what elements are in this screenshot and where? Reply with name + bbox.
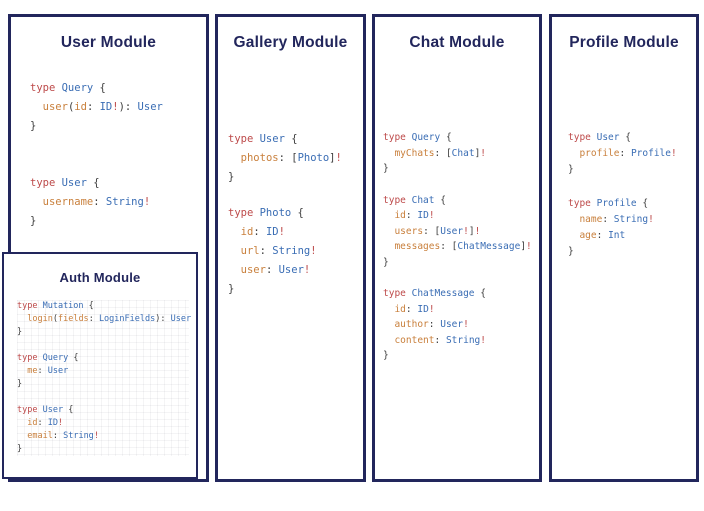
code-block-auth: type Mutation { login(fields: LoginField… [17,300,192,456]
code-line: author: User! [394,319,469,330]
code-line: type Chat { [383,194,446,206]
code-line: } [30,215,37,227]
type-definition: type User { username: String!} [30,174,206,231]
code-line: } [17,379,23,389]
type-definition: type User { id: ID! email: String!} [17,404,189,456]
code-line: users: [User!]! [394,225,481,237]
code-line: login(fields: LoginFields): User [27,314,192,324]
type-definition: type Query { me: User} [17,352,189,391]
module-title-chat: Chat Module [409,34,505,51]
code-line: type Query { [30,82,106,94]
code-line: age: Int [579,230,626,241]
code-line: type User { [17,405,74,415]
code-line: myChats: [Chat]! [394,147,487,159]
code-line: email: String! [27,431,99,441]
code-line: id: ID! [394,210,435,221]
code-line: id: ID! [27,418,64,428]
code-line: type User { [568,132,631,143]
code-line: type Profile { [568,198,649,209]
type-definition: type User { photos: [Photo]!} [228,130,363,187]
code-line: } [17,327,23,337]
code-line: } [228,171,235,183]
code-line: user: User! [240,264,311,276]
code-line: } [383,163,389,174]
code-line: type Query { [383,132,452,143]
module-box-chat: Chat Module type Query { myChats: [Chat]… [372,14,542,482]
code-line: } [228,283,235,295]
code-line: profile: Profile! [579,148,677,159]
type-definition: type Photo { id: ID! url: String! user: … [228,204,363,299]
code-line: } [17,444,23,454]
module-title-user: User Module [60,34,157,51]
code-line: type User { [228,133,298,145]
code-block-user: type Query { user(id: ID!): User}type Us… [30,79,206,231]
code-line: } [383,350,389,361]
module-title-auth: Auth Module [59,270,141,285]
code-line: username: String! [42,196,151,208]
code-line: photos: [Photo]! [240,152,342,164]
module-box-profile: Profile Module type User { profile: Prof… [549,14,699,482]
type-definition: type Query { myChats: [Chat]!} [383,130,539,177]
code-line: type Photo { [228,207,304,219]
module-box-user: User Module type Query { user(id: ID!): … [2,14,209,482]
type-definition: type Chat { id: ID! users: [User!]! mess… [383,193,539,271]
code-line: messages: [ChatMessage]! [394,241,532,252]
type-definition: type ChatMessage { id: ID! author: User!… [383,286,539,364]
module-title-gallery: Gallery Module [233,34,348,51]
code-line: url: String! [240,245,317,257]
code-line: } [568,246,574,257]
code-line: type Query { [17,353,79,363]
code-line: id: ID! [240,226,285,238]
code-line: type ChatMessage { [383,288,486,299]
module-box-gallery: Gallery Module type User { photos: [Phot… [215,14,366,482]
code-line: content: String! [394,334,487,346]
type-definition: type Mutation { login(fields: LoginField… [17,300,192,339]
code-line: } [383,256,389,268]
type-definition: type User { profile: Profile!} [568,130,696,178]
code-block-chat: type Query { myChats: [Chat]!}type Chat … [383,130,539,364]
code-block-gallery: type User { photos: [Photo]!}type Photo … [228,130,363,299]
code-line: } [30,120,37,132]
type-definition: type Profile { name: String! age: Int} [568,196,696,260]
code-line: user(id: ID!): User [42,101,163,113]
module-title-profile: Profile Module [569,34,679,51]
code-line: me: User [27,366,69,376]
code-line: type Mutation { [17,301,94,311]
code-line: name: String! [579,214,654,225]
module-box-auth: Auth Module type Mutation { login(fields… [2,252,198,479]
code-line: type User { [30,177,100,189]
code-line: id: ID! [394,303,435,315]
code-line: } [568,164,574,175]
code-block-profile: type User { profile: Profile!}type Profi… [568,130,696,260]
type-definition: type Query { user(id: ID!): User} [30,79,206,136]
